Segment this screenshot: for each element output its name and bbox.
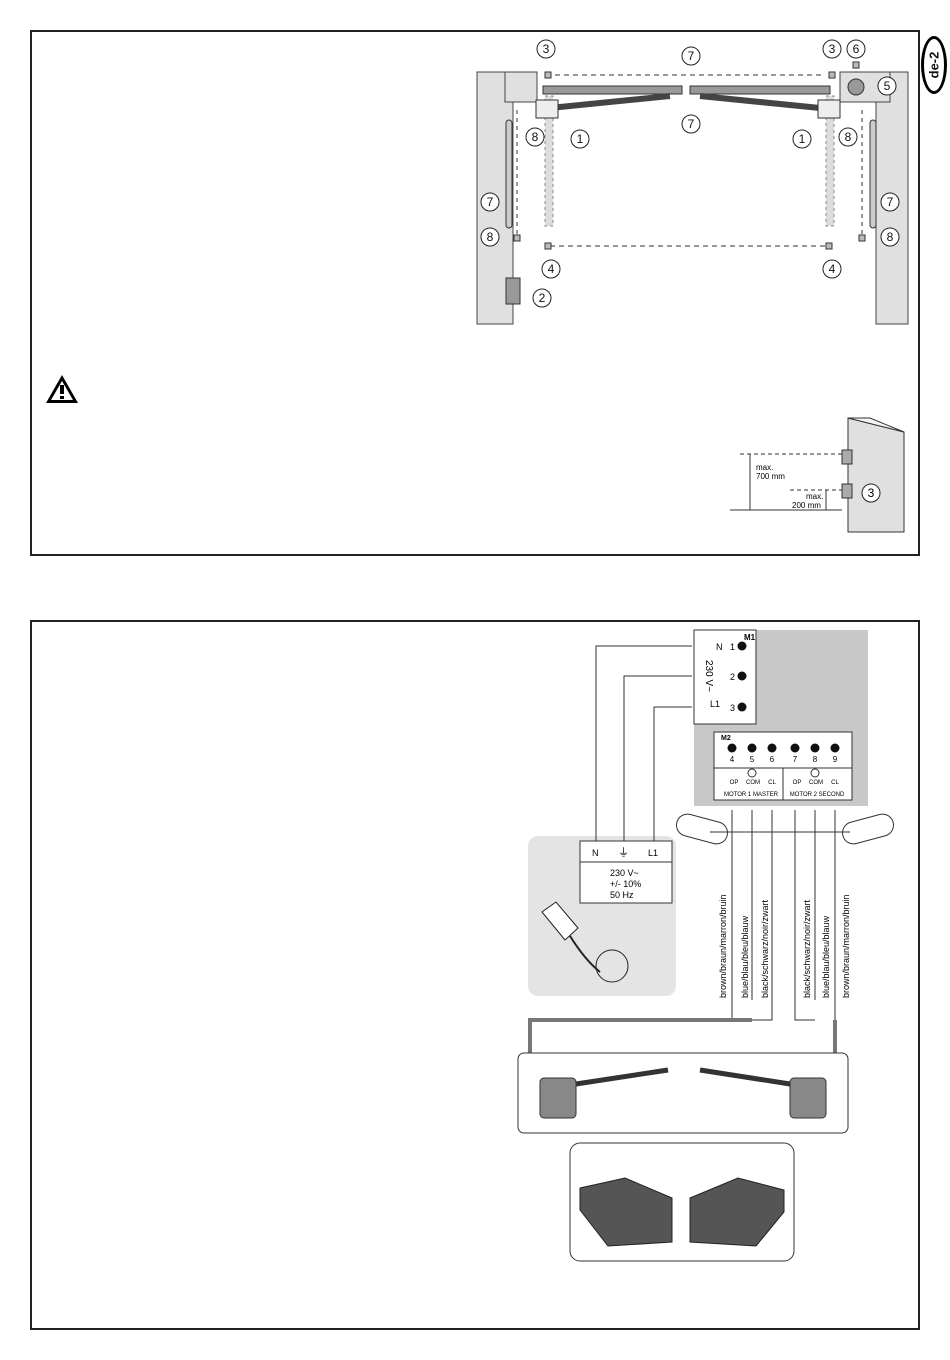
svg-text:COM: COM [746, 780, 760, 786]
svg-text:230 V~: 230 V~ [703, 660, 714, 692]
svg-text:brown/braun/marron/bruin: brown/braun/marron/bruin [718, 894, 728, 998]
svg-text:3: 3 [829, 42, 836, 56]
svg-text:MOTOR 1 MASTER: MOTOR 1 MASTER [724, 792, 779, 798]
motor-right-icon [699, 1067, 827, 1119]
svg-text:7: 7 [887, 195, 894, 209]
svg-text:7: 7 [688, 49, 695, 63]
wiring-panel [30, 620, 920, 1330]
svg-text:5: 5 [750, 755, 755, 764]
svg-text:max.: max. [806, 492, 823, 501]
svg-text:3: 3 [543, 42, 550, 56]
svg-text:8: 8 [487, 230, 494, 244]
svg-text:3: 3 [730, 703, 735, 713]
svg-text:4: 4 [730, 755, 735, 764]
svg-text:max.: max. [756, 463, 773, 472]
svg-text:black/schwarz/noir/zwart: black/schwarz/noir/zwart [760, 899, 770, 998]
svg-text:2: 2 [539, 291, 546, 305]
svg-text:L1: L1 [648, 848, 658, 858]
svg-text:M1: M1 [744, 633, 756, 642]
svg-text:1: 1 [799, 132, 806, 146]
svg-text:CL: CL [831, 780, 839, 786]
svg-text:blue/blau/bleu/blauw: blue/blau/bleu/blauw [740, 915, 750, 998]
svg-text:4: 4 [548, 262, 555, 276]
svg-text:9: 9 [833, 755, 838, 764]
svg-text:6: 6 [853, 42, 860, 56]
svg-text:50 Hz: 50 Hz [610, 890, 634, 900]
motors-panel [517, 1052, 849, 1134]
photocell-pair [676, 813, 894, 845]
svg-text:COM: COM [809, 780, 823, 786]
svg-text:230 V~: 230 V~ [610, 868, 639, 878]
plug-icon [541, 901, 629, 983]
svg-text:3: 3 [868, 486, 875, 500]
svg-text:7: 7 [487, 195, 494, 209]
svg-text:L1: L1 [710, 699, 720, 709]
svg-text:blue/blau/bleu/blauw: blue/blau/bleu/blauw [821, 915, 831, 998]
svg-text:N: N [716, 642, 723, 652]
svg-text:CL: CL [768, 780, 776, 786]
cover-right-icon [689, 1177, 785, 1247]
svg-text:black/schwarz/noir/zwart: black/schwarz/noir/zwart [802, 899, 812, 998]
svg-text:OP: OP [730, 780, 739, 786]
svg-text:OP: OP [793, 780, 802, 786]
language-page-badge: de-2 [921, 36, 947, 94]
svg-text:N: N [592, 848, 599, 858]
svg-text:7: 7 [688, 117, 695, 131]
gate-installation-diagram: 3 3 6 7 7 5 1 1 8 8 7 7 8 8 4 4 2 max. 7… [476, 39, 909, 533]
svg-text:200 mm: 200 mm [792, 501, 821, 510]
svg-text:M2: M2 [721, 735, 731, 742]
svg-text:7: 7 [793, 755, 798, 764]
svg-text:5: 5 [884, 79, 891, 93]
svg-text:2: 2 [730, 672, 735, 682]
mains-terminal [579, 840, 673, 904]
cover-left-icon [579, 1177, 673, 1247]
svg-text:1: 1 [577, 132, 584, 146]
flashing-light-icon [847, 78, 865, 96]
svg-text:8: 8 [887, 230, 894, 244]
svg-text:1: 1 [730, 642, 735, 652]
svg-text:MOTOR 2 SECOND: MOTOR 2 SECOND [790, 792, 845, 798]
motor-left-icon [539, 1067, 669, 1119]
svg-text:700 mm: 700 mm [756, 472, 785, 481]
warning-icon [46, 375, 78, 403]
svg-text:8: 8 [813, 755, 818, 764]
svg-text:4: 4 [829, 262, 836, 276]
svg-text:⏚: ⏚ [618, 846, 629, 859]
svg-text:8: 8 [845, 130, 852, 144]
svg-text:+/- 10%: +/- 10% [610, 879, 641, 889]
control-unit [505, 277, 521, 305]
svg-text:8: 8 [532, 130, 539, 144]
svg-text:6: 6 [770, 755, 775, 764]
svg-text:brown/braun/marron/bruin: brown/braun/marron/bruin [841, 894, 851, 998]
installation-panel [30, 30, 920, 556]
